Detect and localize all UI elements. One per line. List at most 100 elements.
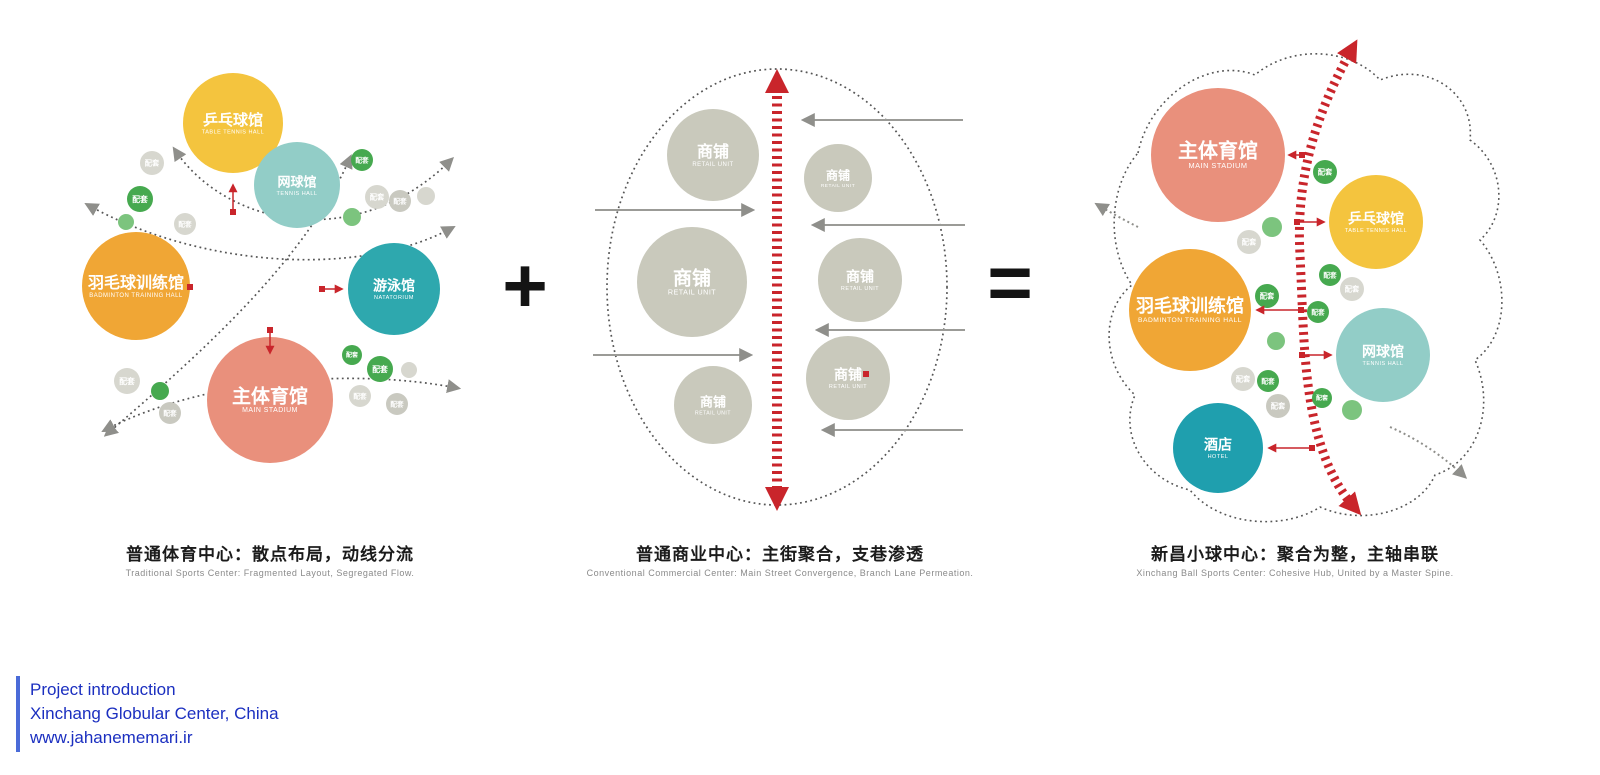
support-bubble: 配套 — [1231, 367, 1255, 391]
perimeter-flow-arrows — [1094, 202, 1468, 479]
bubble-label-cn: 配套 — [145, 159, 160, 168]
support-bubble — [1262, 217, 1282, 237]
support-bubble: 配套 — [365, 185, 389, 209]
red-node — [1298, 307, 1304, 313]
bubble-label-cn: 配套 — [393, 196, 407, 205]
support-bubble: 配套 — [1237, 230, 1261, 254]
bubble-label-cn: 游泳馆 — [373, 278, 415, 294]
bubble-label-cn: 主体育馆 — [232, 384, 308, 407]
support-bubble — [417, 187, 435, 205]
support-bubble: 配套 — [127, 186, 153, 212]
bubble-label-en: RETAIL UNIT — [841, 286, 879, 292]
bubble-label-cn: 配套 — [1260, 292, 1275, 301]
bubble-label-cn: 商铺 — [846, 269, 874, 285]
red-connectors — [1255, 150, 1333, 453]
bubble-label-en: RETAIL UNIT — [695, 411, 731, 417]
support-bubble: 配套 — [351, 149, 373, 171]
caption-traditional-sports-center: 普通体育中心：散点布局，动线分流 Traditional Sports Cent… — [40, 540, 500, 578]
bubble-label-cn: 配套 — [178, 219, 192, 228]
support-bubble — [1267, 332, 1285, 350]
plus-sign: + — [502, 241, 548, 329]
bubble-label-cn: 商铺 — [826, 167, 850, 182]
equals-sign: = — [987, 238, 1033, 326]
red-connectors — [187, 183, 344, 355]
support-bubble: 配套 — [140, 151, 164, 175]
caption-en: Traditional Sports Center: Fragmented La… — [125, 568, 415, 578]
support-bubble — [343, 208, 361, 226]
bubble-label-en: RETAIL UNIT — [668, 288, 716, 296]
bubble-label-cn: 商铺 — [697, 142, 729, 161]
support-bubble — [1342, 400, 1362, 420]
support-bubble: 配套 — [1257, 370, 1279, 392]
bubble-label-en: BADMINTON TRAINING HALL — [89, 293, 183, 299]
project-info: Project introduction Xinchang Globular C… — [16, 676, 279, 752]
bubble-label-cn: 配套 — [132, 194, 148, 204]
support-bubble: 配套 — [1319, 264, 1341, 286]
red-node — [230, 209, 236, 215]
flow-arrow — [1389, 426, 1468, 479]
caption-cn: 新昌小球中心：聚合为整，主轴串联 — [1151, 545, 1439, 564]
bubble-label-en: HOTEL — [1208, 454, 1229, 460]
flow-curve — [103, 154, 353, 437]
support-bubble: 配套 — [389, 190, 411, 212]
bubble-label-cn: 配套 — [370, 193, 385, 202]
bubble-label-en: BADMINTON TRAINING HALL — [1138, 317, 1242, 324]
support-bubble: 配套 — [1255, 284, 1279, 308]
bubble-label-cn: 网球馆 — [277, 175, 316, 190]
support-bubble: 配套 — [174, 213, 196, 235]
caption-conventional-commercial-center: 普通商业中心：主街聚合，支巷渗透 Conventional Commercial… — [580, 540, 980, 578]
branch-lane-arrows — [593, 113, 965, 437]
bubble-label-cn: 配套 — [1261, 376, 1275, 385]
bubble-label-en: TENNIS HALL — [277, 191, 318, 197]
support-bubble: 配套 — [1312, 388, 1332, 408]
support-bubble: 配套 — [386, 393, 408, 415]
bubble-label-en: MAIN STADIUM — [242, 407, 298, 414]
red-node — [187, 284, 193, 290]
caption-en: Xinchang Ball Sports Center: Cohesive Hu… — [1136, 568, 1454, 578]
support-bubble: 配套 — [342, 345, 362, 365]
flow-arrow — [1094, 202, 1139, 228]
bubble-label-en: RETAIL UNIT — [829, 384, 867, 390]
bubble-label-cn: 配套 — [372, 364, 388, 374]
red-node — [319, 286, 325, 292]
support-bubble — [151, 382, 169, 400]
caption-en: Conventional Commercial Center: Main Str… — [586, 568, 974, 578]
bubble-label-cn: 配套 — [119, 376, 135, 386]
bubble-label-cn: 羽毛球训练馆 — [88, 273, 184, 292]
bubble-label-en: RETAIL UNIT — [692, 162, 733, 168]
bubble-label-cn: 乒乓球馆 — [203, 111, 263, 129]
support-bubble: 配套 — [1340, 277, 1364, 301]
support-bubble: 配套 — [367, 356, 393, 382]
red-node — [267, 327, 273, 333]
red-node — [1309, 445, 1315, 451]
bubble-label-cn: 网球馆 — [1362, 344, 1404, 360]
bubble-label-cn: 商铺 — [700, 395, 726, 410]
bubble-label-cn: 酒店 — [1204, 437, 1232, 453]
bubble-label-cn: 配套 — [1236, 375, 1251, 384]
project-info-line3: www.jahanememari.ir — [30, 728, 193, 747]
bubble-label-cn: 主体育馆 — [1178, 138, 1258, 162]
bubble-label-cn: 商铺 — [834, 367, 862, 383]
support-bubble: 配套 — [349, 385, 371, 407]
bubble-label-en: TENNIS HALL — [1363, 361, 1404, 367]
support-bubble: 配套 — [1313, 160, 1337, 184]
bubble-label-cn: 乒乓球馆 — [1348, 211, 1404, 227]
